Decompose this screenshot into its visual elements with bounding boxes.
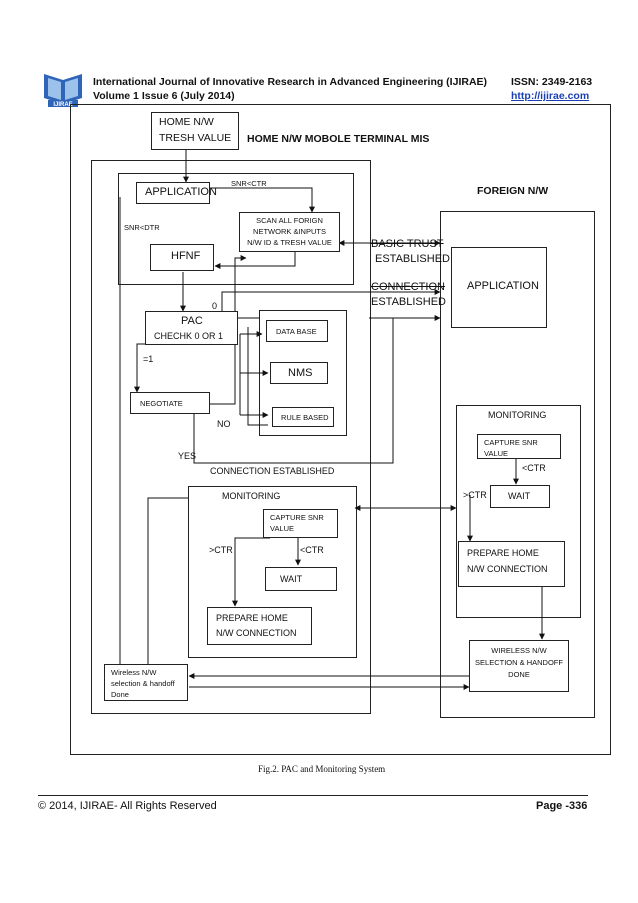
home-monitoring-title: MONITORING — [222, 491, 281, 501]
connection-established-right-line2: ESTABLISHED — [371, 296, 446, 308]
connection-established-right-line1: CONNECTION — [371, 281, 445, 293]
database-box: DATA BASE — [266, 320, 328, 342]
wireless-home-line3: Done — [111, 690, 129, 699]
figure-frame — [70, 104, 611, 755]
foreign-network-title: FOREIGN N/W — [477, 185, 549, 197]
journal-url[interactable]: http://ijirae.com — [511, 90, 590, 102]
database-label: DATA BASE — [276, 327, 317, 336]
foreign-capture-snr-box: CAPTURE SNR VALUE — [477, 434, 561, 459]
connection-established-label: CONNECTION ESTABLISHED — [210, 466, 335, 476]
figure-caption: Fig.2. PAC and Monitoring System — [258, 764, 386, 774]
negotiate-box: NEGOTIATE — [130, 392, 210, 414]
pac-zero-label: 0 — [212, 301, 218, 311]
snr-dtr-label: SNR<DTR — [124, 223, 160, 232]
journal-volume: Volume 1 Issue 6 (July 2014) — [93, 90, 235, 102]
application-label: APPLICATION — [145, 186, 217, 198]
home-capture-line1: CAPTURE SNR — [270, 513, 324, 522]
pac-check-label: CHECHK 0 OR 1 — [154, 331, 224, 341]
nms-box: NMS — [270, 362, 328, 384]
journal-issn: ISSN: 2349-2163 — [511, 76, 593, 88]
nms-label: NMS — [288, 367, 313, 379]
footer-copyright: © 2014, IJIRAE- All Rights Reserved — [38, 800, 217, 812]
home-gt-ctr-label: >CTR — [209, 545, 233, 555]
wireless-home-line2: selection & handoff — [111, 679, 175, 688]
rule-based-label: RULE BASED — [281, 413, 329, 422]
pac-box: PAC CHECHK 0 OR 1 — [145, 311, 238, 345]
wireless-foreign-box: WIRELESS N/W SELECTION & HANDOFF DONE — [469, 640, 569, 692]
foreign-capture-line1: CAPTURE SNR — [484, 438, 538, 447]
home-capture-snr-box: CAPTURE SNR VALUE — [263, 509, 338, 538]
home-prepare-line1: PREPARE HOME — [216, 613, 288, 623]
foreign-gt-ctr-label: >CTR — [463, 490, 487, 500]
eq-one-label: =1 — [143, 354, 154, 364]
foreign-network-region — [440, 211, 595, 718]
foreign-prepare-line1: PREPARE HOME — [467, 548, 539, 558]
scan-line2: NETWORK &INPUTS — [253, 227, 326, 236]
foreign-wait-label: WAIT — [508, 491, 531, 501]
home-monitoring-group — [188, 486, 357, 658]
home-tresh-line2: TRESH VALUE — [159, 132, 232, 144]
no-label: NO — [217, 419, 231, 429]
home-wait-box: WAIT — [265, 567, 337, 591]
application-box: APPLICATION — [136, 182, 217, 204]
foreign-prepare-line2: N/W CONNECTION — [467, 564, 548, 574]
hfnf-label: HFNF — [171, 250, 201, 262]
home-network-region — [91, 160, 371, 714]
footer-page: Page -336 — [536, 800, 588, 812]
wireless-foreign-line2: SELECTION & HANDOFF — [475, 658, 563, 667]
journal-logo: IJIRAE — [44, 74, 82, 108]
foreign-capture-line2: VALUE — [484, 449, 509, 458]
home-wait-label: WAIT — [280, 574, 303, 584]
rule-based-box: RULE BASED — [272, 407, 334, 427]
journal-title: International Journal of Innovative Rese… — [93, 76, 488, 88]
home-prepare-line2: N/W CONNECTION — [216, 628, 297, 638]
wireless-foreign-line1: WIRELESS N/W — [491, 646, 547, 655]
yes-label: YES — [178, 451, 197, 461]
negotiate-label: NEGOTIATE — [140, 399, 183, 408]
home-lt-ctr-label: <CTR — [300, 545, 324, 555]
foreign-lt-ctr-label: <CTR — [522, 463, 546, 473]
svg-text:IJIRAE: IJIRAE — [53, 102, 72, 108]
foreign-monitoring-group — [456, 405, 581, 618]
snr-ctr-label: SNR<CTR — [231, 179, 267, 188]
home-prepare-box: PREPARE HOME N/W CONNECTION — [207, 607, 312, 645]
scan-line3: N/W ID & TRESH VALUE — [247, 238, 332, 247]
home-tresh-line1: HOME N/W — [159, 116, 214, 128]
scan-networks-box: SCAN ALL FORIGN NETWORK &INPUTS N/W ID &… — [239, 212, 340, 252]
pac-label: PAC — [181, 315, 203, 327]
foreign-prepare-box: PREPARE HOME N/W CONNECTION — [458, 541, 565, 587]
home-network-title: HOME N/W MOBOLE TERMINAL MIS — [247, 133, 430, 145]
wireless-home-line1: Wireless N/W — [111, 668, 157, 677]
basic-trust-line2: ESTABLISHED — [375, 253, 450, 265]
wireless-foreign-line3: DONE — [508, 670, 530, 679]
foreign-application-box: APPLICATION — [451, 247, 547, 328]
application-group — [118, 173, 354, 285]
home-tresh-box: HOME N/W TRESH VALUE — [151, 112, 239, 150]
home-capture-line2: VALUE — [270, 524, 295, 533]
footer-rule — [38, 795, 588, 796]
hfnf-box: HFNF — [150, 244, 214, 271]
foreign-application-label: APPLICATION — [467, 280, 539, 292]
foreign-wait-box: WAIT — [490, 485, 550, 508]
wireless-home-box: Wireless N/W selection & handoff Done — [104, 664, 188, 701]
scan-line1: SCAN ALL FORIGN — [256, 216, 323, 225]
basic-trust-line1: BASIC TRUST — [371, 238, 444, 250]
foreign-monitoring-title: MONITORING — [488, 410, 547, 420]
